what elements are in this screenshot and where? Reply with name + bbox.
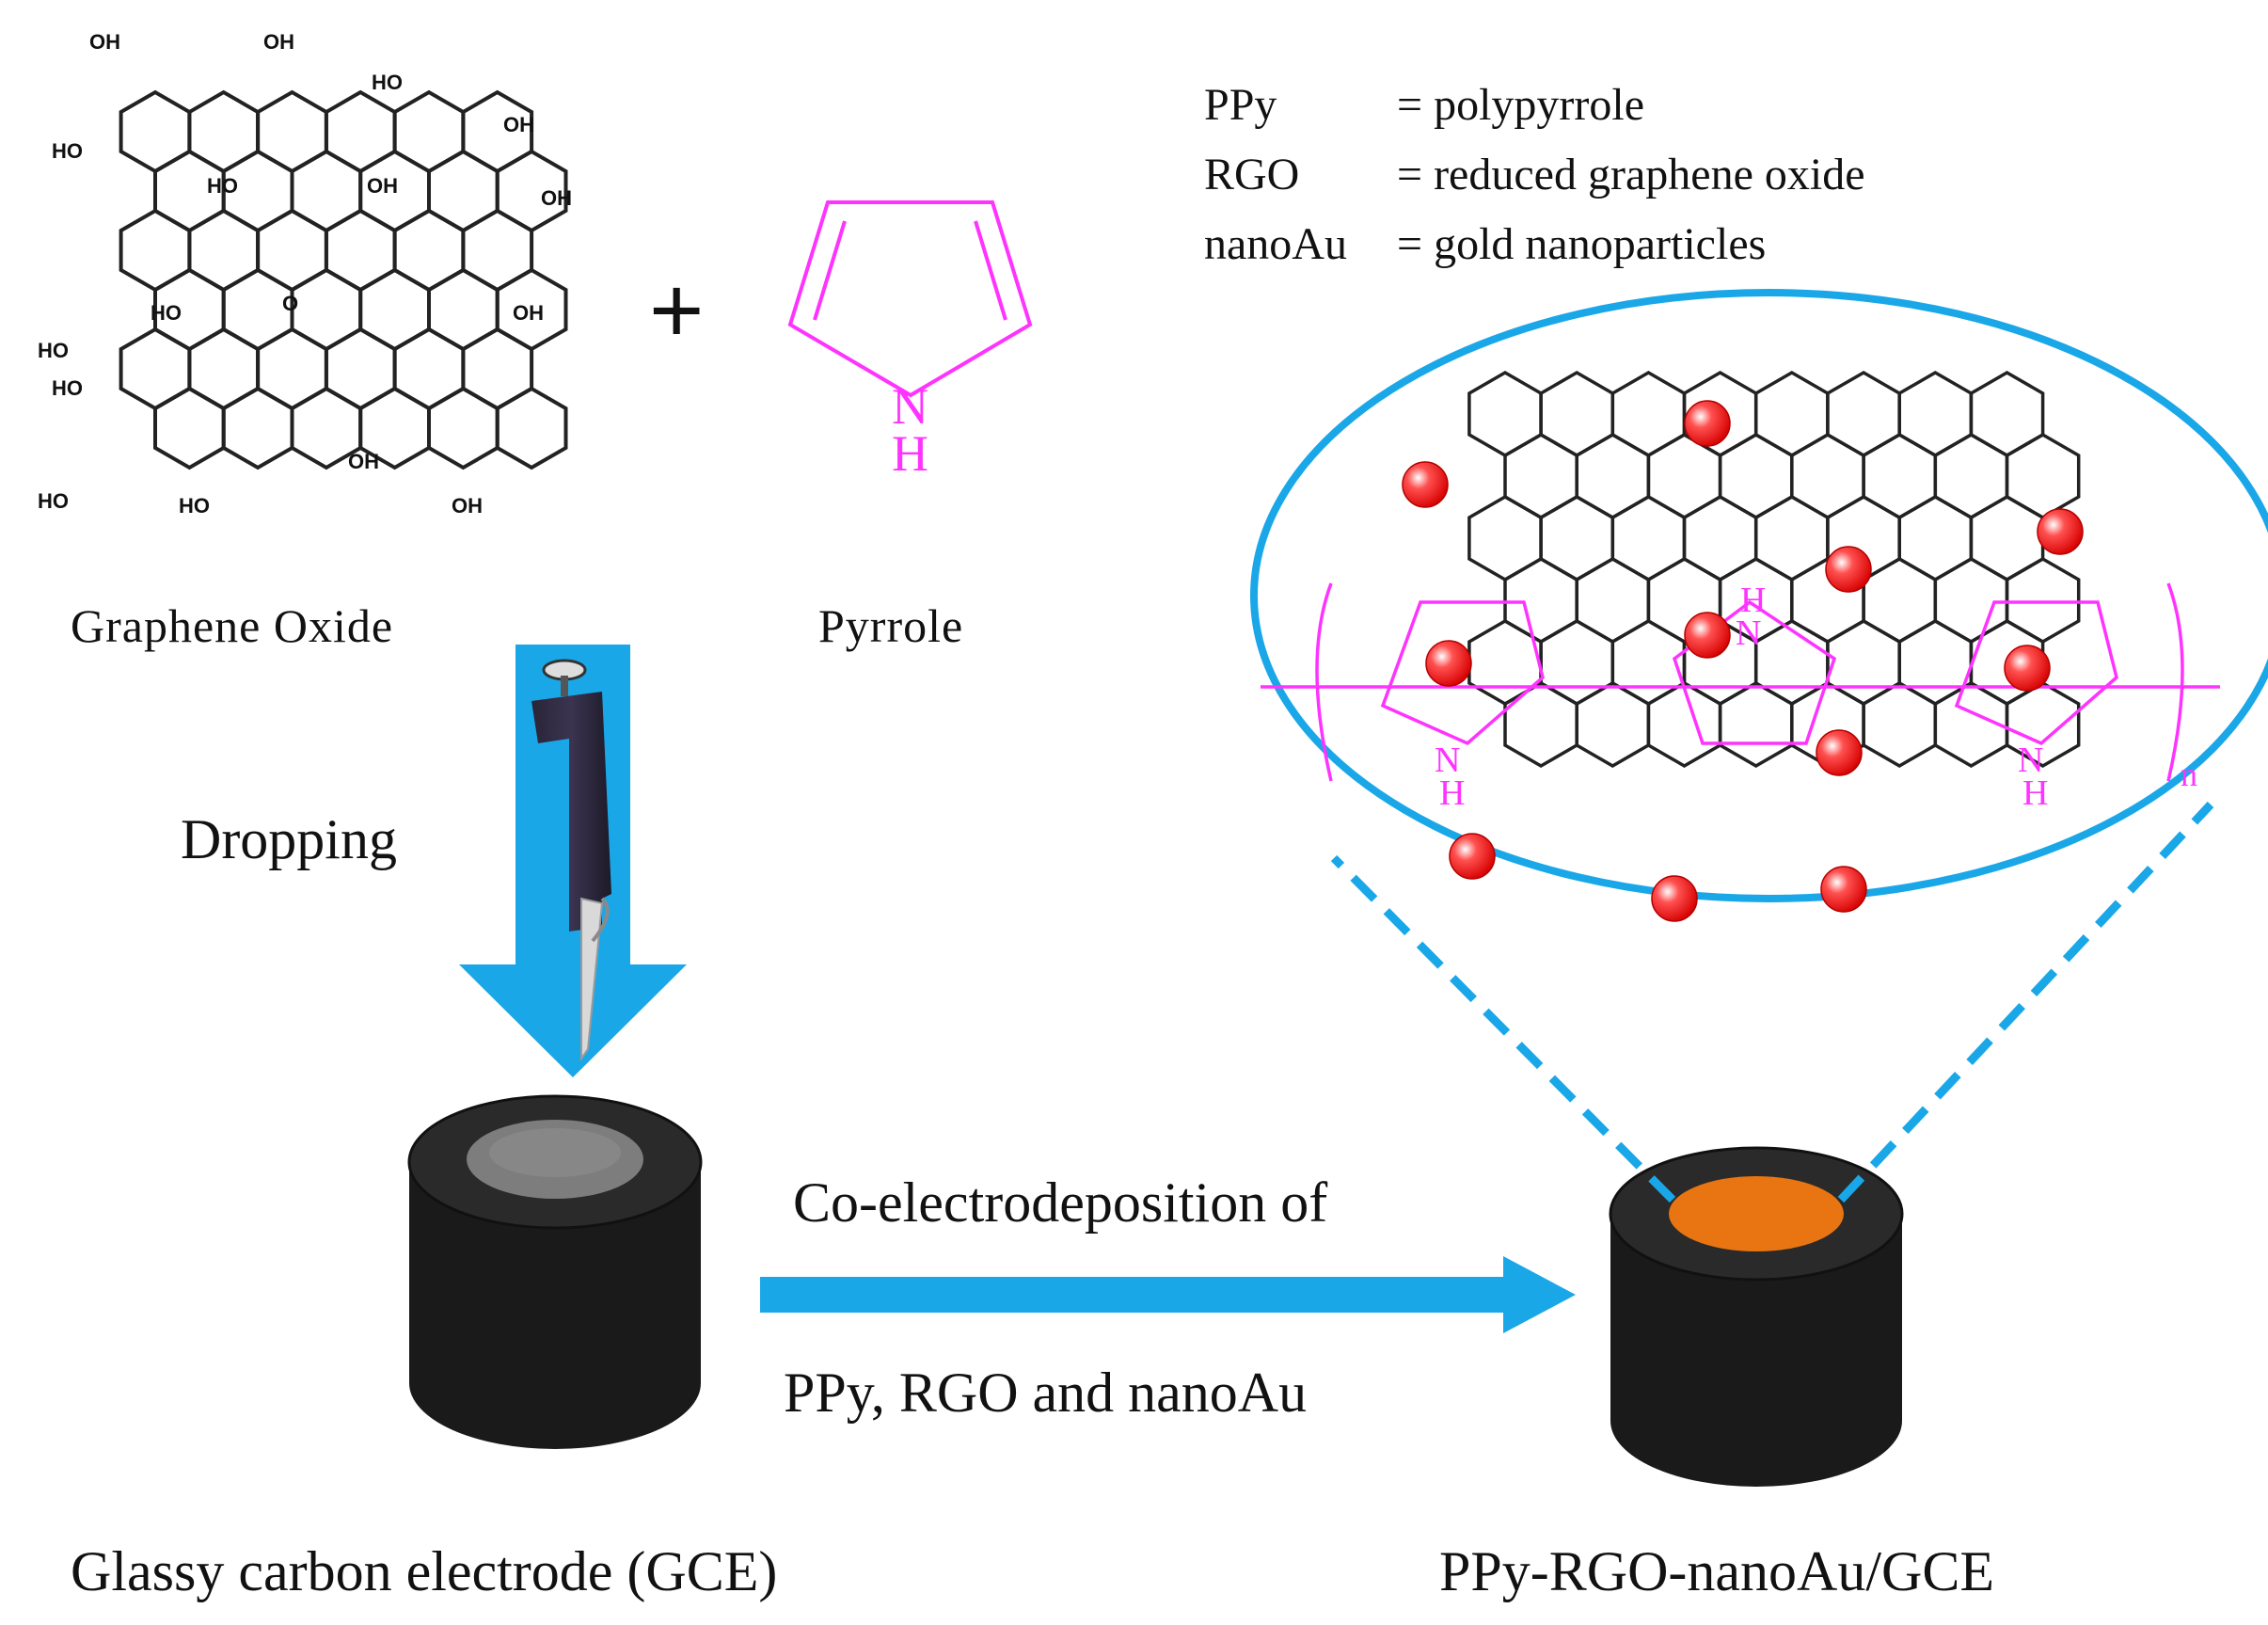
functional-group-label: OH <box>503 113 534 136</box>
legend-abbr: PPy <box>1204 80 1277 130</box>
legend-definition: = polypyrrole <box>1397 80 1645 130</box>
legend-abbr: nanoAu <box>1204 219 1347 269</box>
ppy-nh-right-h: H <box>2022 773 2048 813</box>
hexagon-ring <box>495 386 568 470</box>
gold-nanoparticle <box>1825 546 1872 593</box>
functional-group-label: OH <box>348 450 379 473</box>
functional-group-label: OH <box>513 301 544 325</box>
gold-nanoparticle <box>1684 400 1731 447</box>
functional-group-label: HO <box>372 71 403 94</box>
graphene-oxide-label: Graphene Oxide <box>71 599 394 652</box>
graphene-oxide-structure <box>119 89 568 470</box>
hexagon-ring <box>221 386 294 470</box>
bare-gce-electrode <box>407 1094 703 1449</box>
pyrrole-structure <box>787 200 1033 398</box>
pyrrole-h-atom: H <box>892 425 928 482</box>
plus-sign: + <box>649 258 705 363</box>
functional-group-label: HO <box>151 301 182 325</box>
legend-abbr: RGO <box>1204 150 1300 199</box>
pipette-icon <box>531 659 611 1062</box>
polymer-repeat-n: n <box>2181 756 2197 793</box>
gold-nanoparticle <box>1402 461 1449 508</box>
gold-nanoparticle <box>1425 640 1472 687</box>
ppy-nh-left-h: H <box>1439 773 1465 813</box>
gold-nanoparticles <box>1402 400 2084 922</box>
gold-nanoparticle <box>1449 833 1496 880</box>
pyrrole-label: Pyrrole <box>818 599 964 652</box>
functional-group-label: OH <box>367 174 398 198</box>
functional-group-label: OH <box>541 186 572 210</box>
legend-definition: = reduced graphene oxide <box>1397 150 1865 199</box>
gold-nanoparticle <box>1820 866 1867 913</box>
ppy-nh-mid: N <box>1736 613 1761 653</box>
zoom-lines <box>1330 801 2214 1203</box>
ppy-nh-left: N <box>1435 741 1460 780</box>
gce-label: Glassy carbon electrode (GCE) <box>71 1540 778 1602</box>
graphene-oxide-functional-groups: OH OH HO OH HO OH HO OH HO O OH HO HO OH HO OH HO <box>38 30 572 518</box>
hexagon-ring <box>153 386 226 470</box>
functional-group-label: HO <box>52 376 83 400</box>
functional-group-label: OH <box>452 494 483 518</box>
functional-group-label: HO <box>38 339 69 362</box>
ppy-nh-mid-h: H <box>1740 581 1766 620</box>
polypyrrole-chain <box>1261 582 2220 782</box>
functional-group-label: OH <box>263 30 294 54</box>
legend-row-nanoau: nanoAu = gold nanoparticles <box>1204 222 1766 267</box>
ppy-nh-right: N <box>2018 741 2043 780</box>
functional-group-label: HO <box>179 494 210 518</box>
functional-group-label: HO <box>207 174 238 198</box>
gold-nanoparticle <box>1684 612 1731 659</box>
gold-nanoparticle <box>1816 729 1863 776</box>
gold-nanoparticle <box>2004 645 2051 692</box>
gold-nanoparticle <box>2037 508 2084 555</box>
legend-definition: = gold nanoparticles <box>1397 219 1767 269</box>
legend-row-rgo: RGO = reduced graphene oxide <box>1204 152 1865 198</box>
dropping-label: Dropping <box>181 808 397 870</box>
process-arrow <box>760 1256 1576 1333</box>
functional-group-label: HO <box>52 139 83 163</box>
functional-group-label: O <box>282 292 298 315</box>
product-label: PPy-RGO-nanoAu/GCE <box>1439 1540 1995 1602</box>
legend-row-ppy: PPy = polypyrrole <box>1204 83 1644 128</box>
modified-electrode <box>1609 1146 1904 1487</box>
pyrrole-n-atom: N <box>892 378 928 435</box>
gold-nanoparticle <box>1651 875 1698 922</box>
functional-group-label: HO <box>38 489 69 513</box>
process-label-top: Co-electrodeposition of <box>793 1171 1328 1234</box>
hexagon-ring <box>427 386 500 470</box>
process-label-bottom: PPy, RGO and nanoAu <box>784 1362 1308 1424</box>
functional-group-label: OH <box>89 30 120 54</box>
